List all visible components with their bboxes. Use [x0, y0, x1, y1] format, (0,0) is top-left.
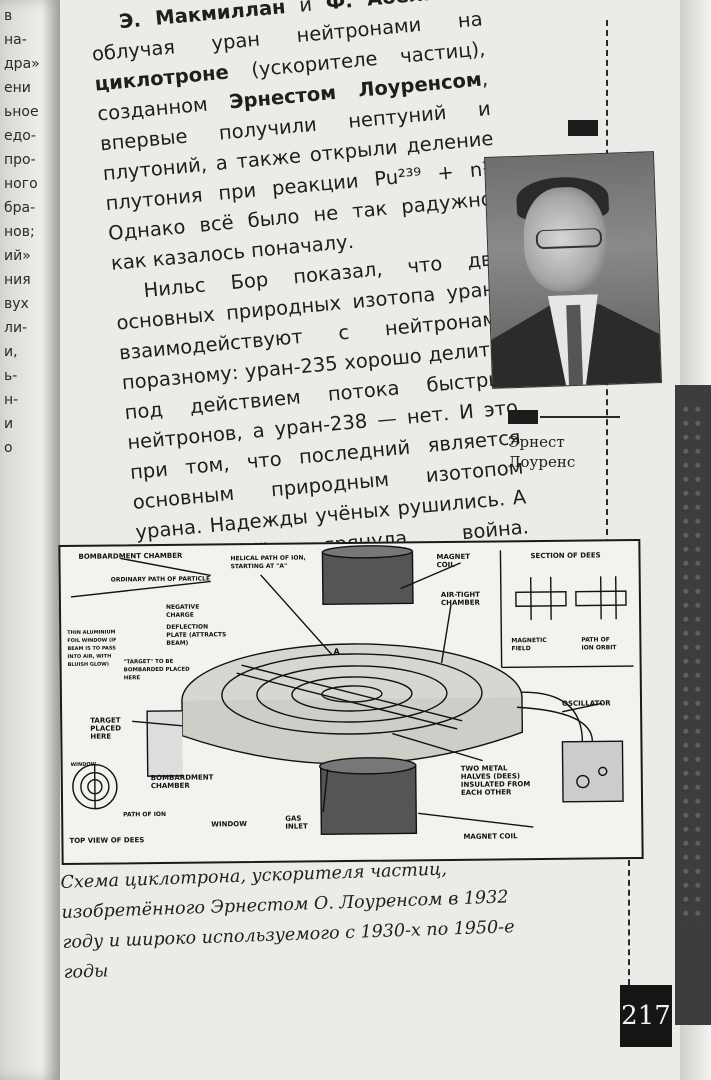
next-page-image-strip [675, 385, 711, 1025]
paragraph-1: Э. Макмиллан и Ф. Абельсон, облучая уран… [88, 0, 503, 279]
main-text: Э. Макмиллан и Ф. Абельсон, облучая уран… [88, 0, 533, 608]
label-bombardment-chamber: BOMBARDMENT CHAMBER [78, 551, 183, 561]
photo-connector [540, 416, 620, 418]
label-top-view-of-dees: TOP VIEW OF DEES [69, 836, 145, 845]
label-gas-inlet: GAS INLET [285, 814, 308, 831]
label-thin-window: THIN ALUMINIUM FOIL WINDOW (IF BEAM IS T… [67, 629, 117, 668]
left-page-fragment: и, [4, 344, 18, 360]
label-bombardment-chamber-bottom: BOMBARDMENT CHAMBER [150, 773, 214, 791]
left-page-fragment: дра» [4, 56, 40, 72]
label-path-of-ion-orbit: PATH OF ION ORBIT [581, 636, 617, 652]
left-page-fragment: вух [4, 296, 29, 312]
left-page-fragment: о [4, 440, 13, 456]
tie [566, 304, 584, 386]
left-page-fragment: едо- [4, 128, 36, 144]
left-page-fragment: н- [4, 392, 19, 408]
left-page-fragment: ени [4, 80, 31, 96]
label-magnet-coil-top: MAGNET COIL [436, 552, 471, 570]
label-magnet-coil-bottom: MAGNET COIL [463, 832, 518, 841]
figure-caption: Схема циклотрона, ускорителя частиц, изо… [60, 859, 515, 983]
label-target-bombarded: "TARGET" TO BE BOMBARDED PLACED HERE [123, 658, 190, 682]
caption-first-name: Эрнест [508, 433, 565, 451]
photo-marker [508, 410, 538, 424]
left-page-fragment: ий» [4, 248, 31, 264]
left-page-fragment: ного [4, 176, 38, 192]
text-span: и [284, 0, 327, 19]
cyclotron-diagram: BOMBARDMENT CHAMBER ORDINARY PATH OF PAR… [58, 538, 644, 866]
label-target-placed: TARGET PLACED HERE [90, 716, 122, 741]
label-ordinary-path: ORDINARY PATH OF PARTICLE [110, 575, 211, 584]
label-two-metal-halves: TWO METAL HALVES (DEES) INSULATED FROM E… [460, 764, 531, 797]
left-page-fragment: ния [4, 272, 31, 288]
left-page-fragment: ь- [4, 368, 18, 384]
label-negative-charge: NEGATIVE CHARGE [165, 603, 200, 619]
left-page-fragment: про- [4, 152, 36, 168]
left-page-edge: в на-дра» ени ьное едо-про-ного бра-нов; ий» ни… [0, 0, 60, 1080]
page-number: 217 [620, 985, 672, 1047]
left-page-fragment: на- [4, 32, 27, 48]
label-section-of-dees: SECTION OF DEES [530, 551, 601, 561]
page-marker-top [568, 120, 598, 136]
left-page-fragment: бра- [4, 200, 36, 216]
label-helical-path: HELICAL PATH OF ION, STARTING AT "A" [230, 554, 306, 571]
label-magnetic-field: MAGNETIC FIELD [511, 636, 547, 653]
term-cyclotron: циклотроне [93, 60, 230, 96]
caption-last-name: Лоуренс [508, 453, 576, 471]
label-a-mark: A [333, 647, 340, 657]
label-window-left: WINDOW [70, 761, 97, 768]
cyclotron-drawing [70, 545, 634, 836]
left-page-fragment: ьное [4, 104, 39, 120]
glasses [535, 227, 603, 250]
label-window-bottom: WINDOW [211, 820, 247, 829]
ernest-lawrence-photo [484, 151, 662, 389]
label-path-of-ion: PATH OF ION [123, 810, 167, 819]
label-air-tight-chamber: AIR-TIGHT CHAMBER [440, 590, 480, 608]
label-deflection-plate: DEFLECTION PLATE (ATTRACTS BEAM) [166, 623, 227, 647]
label-oscillator: OSCILLATOR [561, 699, 611, 708]
left-page-fragment: ли- [4, 320, 28, 336]
photo-caption: Эрнест Лоуренс [508, 432, 575, 472]
dashed-guide-line-bottom [628, 860, 630, 985]
left-page-fragment: в [4, 8, 13, 24]
left-page-fragment: нов; [4, 224, 35, 240]
left-page-fragment: и [4, 416, 14, 432]
